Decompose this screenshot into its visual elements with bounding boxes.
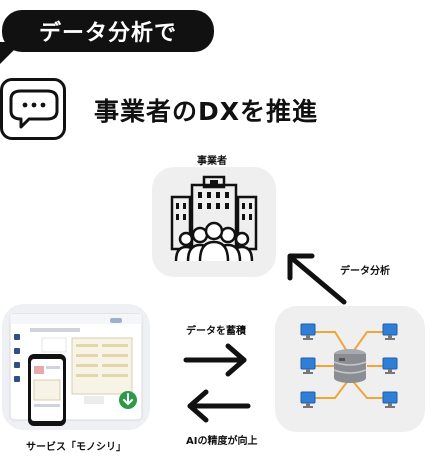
business-label: 事業者 bbox=[197, 156, 227, 167]
ai-precision-label: AIの精度が向上 bbox=[186, 436, 258, 447]
service-label: サービス「モノシリ」 bbox=[26, 442, 126, 453]
building-people-icon bbox=[170, 175, 258, 262]
data-analysis-label: データ分析 bbox=[340, 266, 390, 277]
chat-icon bbox=[0, 78, 66, 140]
database-card bbox=[275, 306, 425, 432]
service-card bbox=[2, 304, 150, 430]
database-network-icon bbox=[300, 323, 398, 408]
arrow-to-service bbox=[187, 389, 251, 423]
page-title: 事業者のDXを推進 bbox=[94, 97, 319, 126]
headline-bubble-tail bbox=[0, 42, 22, 64]
data-accumulate-label: データを蓄積 bbox=[186, 326, 246, 337]
app-screenshot-icon bbox=[9, 313, 143, 426]
arrow-to-business bbox=[287, 253, 347, 305]
headline-text: データ分析で bbox=[38, 21, 177, 46]
business-card bbox=[152, 167, 276, 277]
arrow-to-database bbox=[183, 343, 247, 377]
headline-bubble: データ分析で bbox=[2, 10, 214, 52]
